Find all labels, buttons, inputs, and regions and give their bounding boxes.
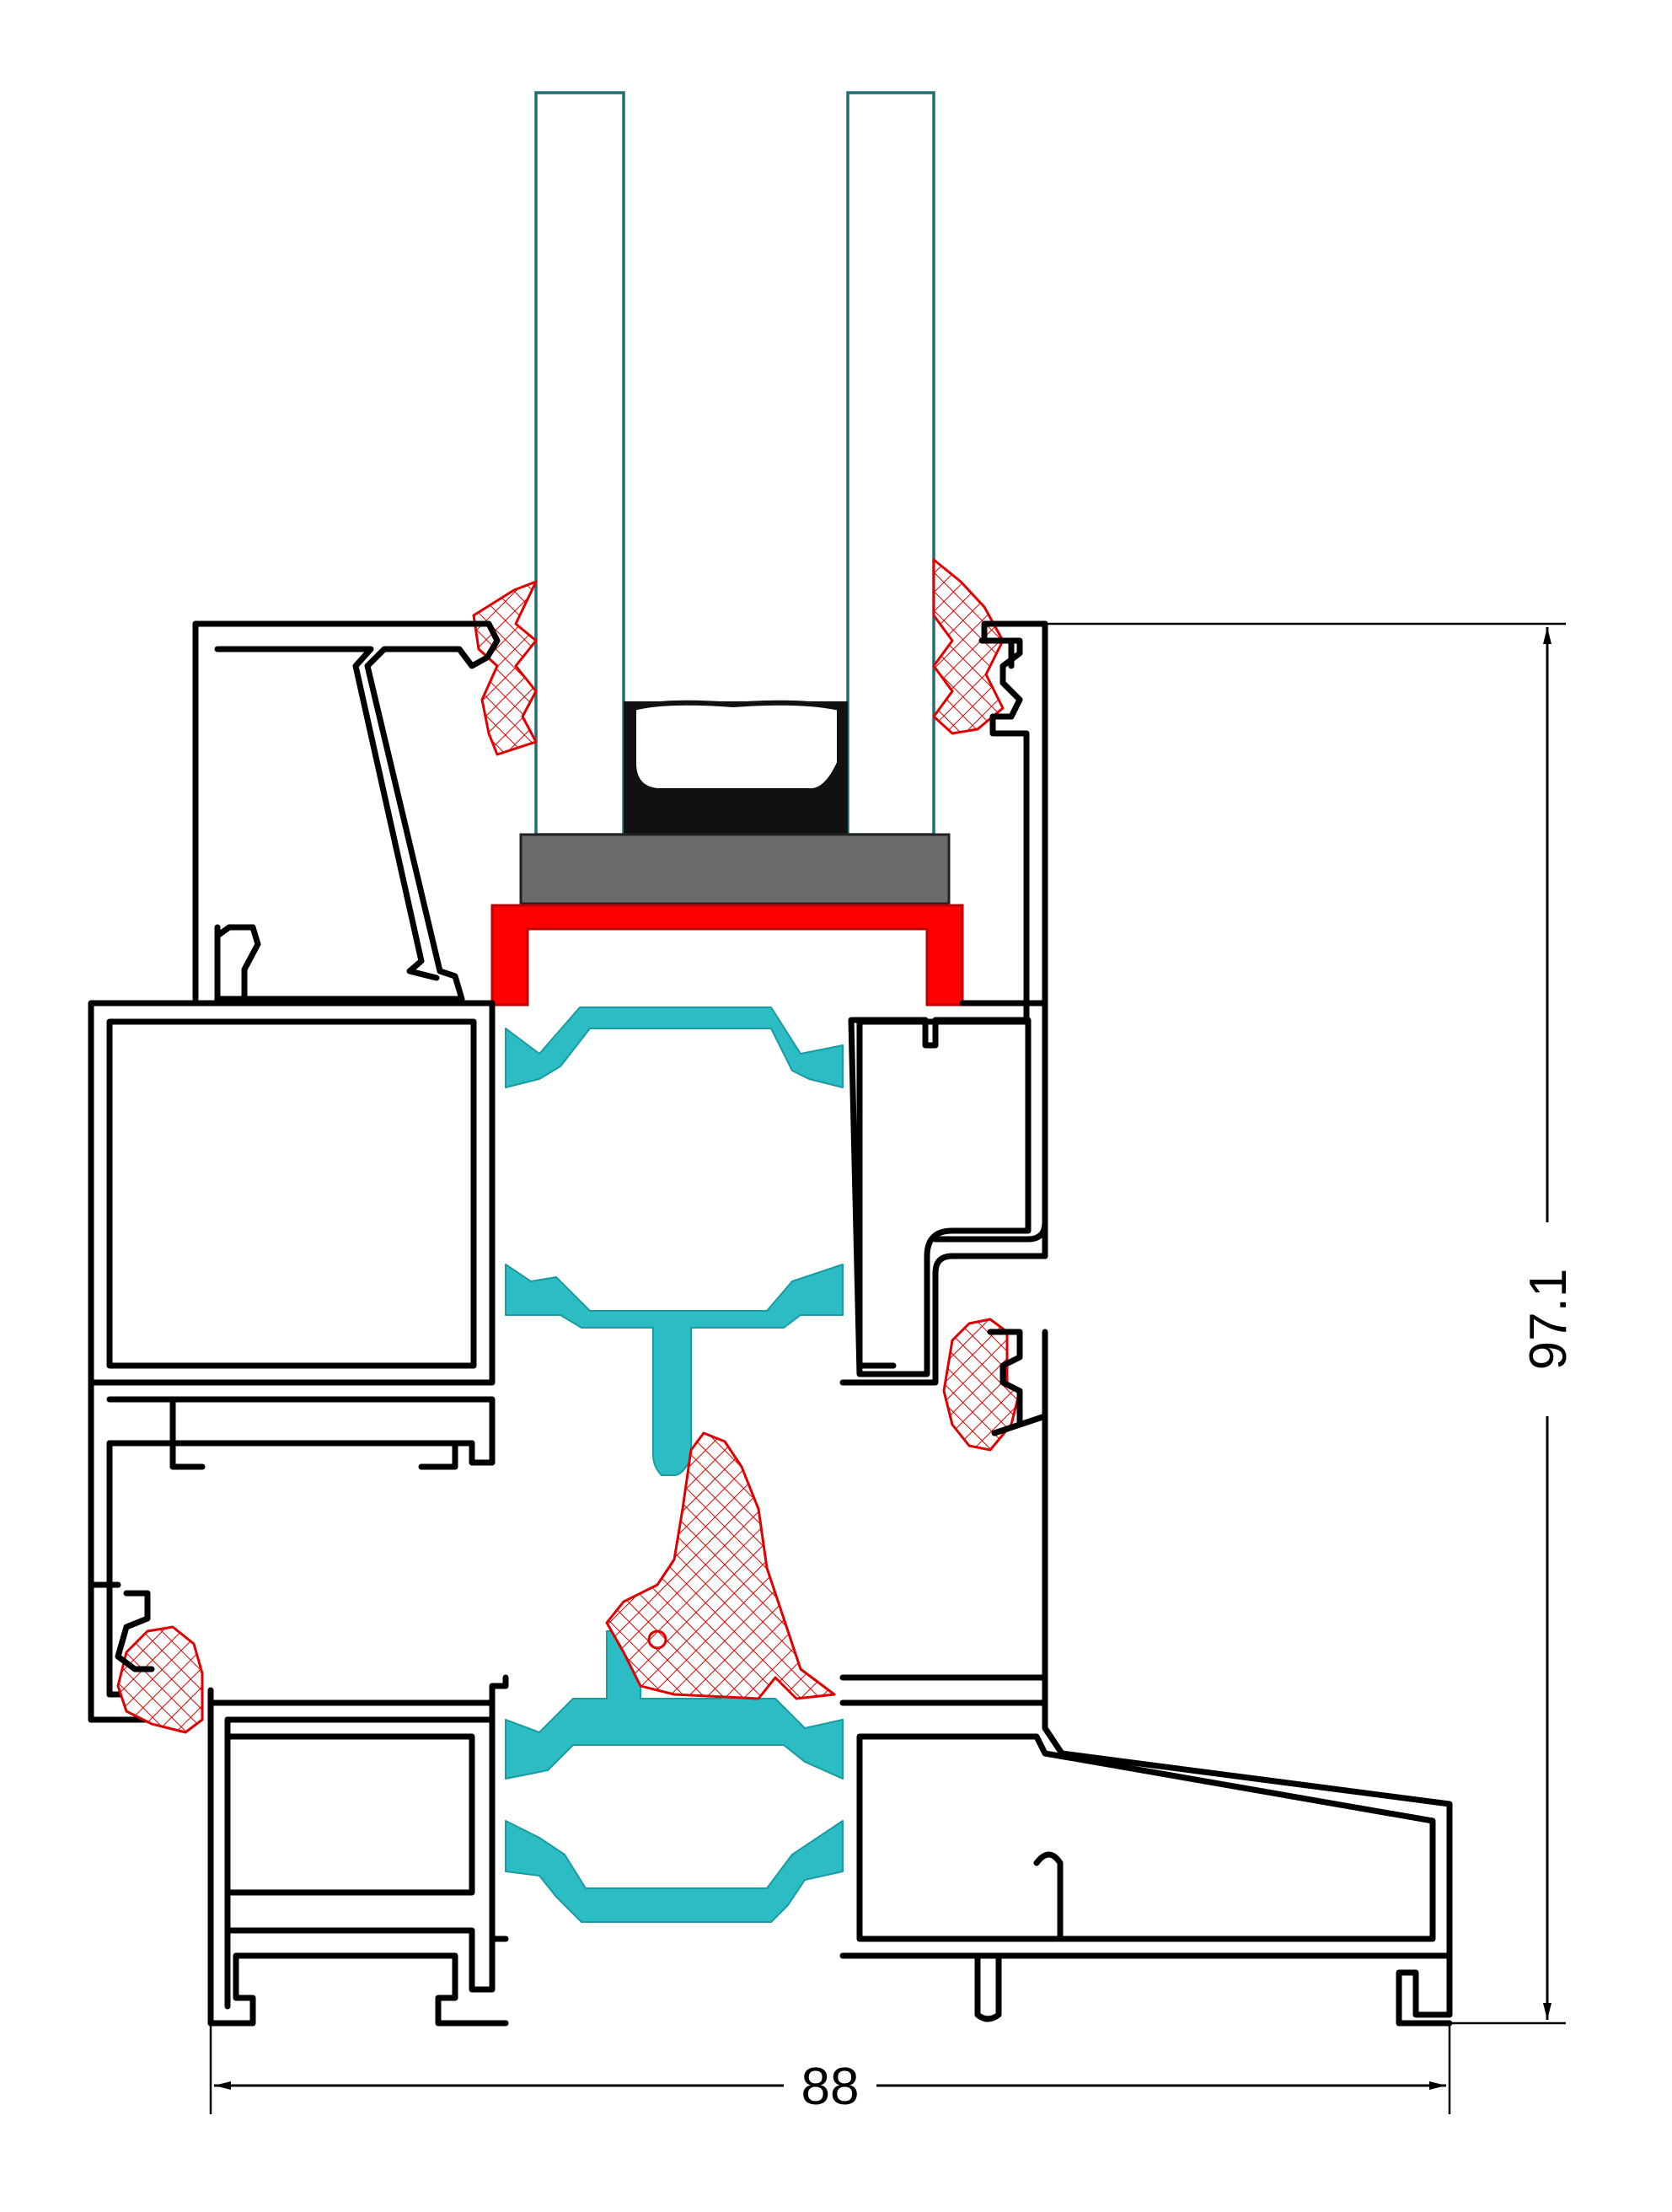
outer-glazing-gasket [472, 580, 538, 756]
center-seal-gasket [605, 1431, 836, 1700]
glazing-bead-profile [192, 620, 501, 1002]
glazing-unit [490, 91, 964, 1007]
spacer-inner [631, 700, 842, 794]
thermal-break-middle [505, 1264, 844, 1476]
height-dimension-label: 97.1 [1519, 1269, 1578, 1371]
inner-glazing-gasket [932, 558, 1005, 735]
profile-details [88, 637, 1048, 1672]
dimensions: 97.1 88 [209, 622, 1578, 2116]
thermal-break-upper [505, 1007, 844, 1088]
frame-outer-gasket [116, 1625, 204, 1734]
inner-glass-pane [846, 91, 935, 836]
frame-gaskets [116, 1318, 1021, 1734]
width-dimension-label: 88 [801, 2058, 860, 2116]
setting-block [519, 833, 951, 905]
thermal-break-lower-2 [505, 1820, 844, 1923]
thermal-break-strips [505, 1007, 844, 1923]
sash-weather-gasket [942, 1318, 1021, 1452]
glazing-support-block [490, 904, 964, 1007]
outer-glass-pane [534, 91, 625, 836]
